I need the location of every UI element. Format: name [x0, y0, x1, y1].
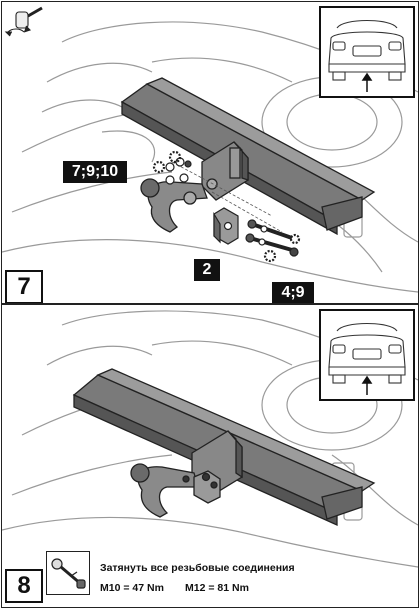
- car-rear-icon: [328, 323, 406, 395]
- torque-m12: M12 = 81 Nm: [185, 582, 249, 594]
- step-8-illustration: [2, 310, 418, 568]
- callout-bracket: 2: [194, 259, 220, 281]
- callout-bolts-right: 4;9: [272, 282, 314, 303]
- rear-view-inset: [319, 6, 415, 98]
- step-8-panel: 8 Затянуть все резьбовые соединения M10 …: [1, 304, 419, 608]
- tighten-instruction: Затянуть все резьбовые соединения: [100, 562, 295, 574]
- torque-wrench-icon: [46, 551, 90, 595]
- callout-bolts-left: 7;9;10: [63, 161, 127, 183]
- step-7-illustration: [2, 6, 418, 293]
- step-number-7: 7: [5, 270, 43, 303]
- step-7-panel: 7;9;10 2 4;9 7: [1, 1, 419, 304]
- rear-view-inset: [319, 309, 415, 401]
- torque-m10: M10 = 47 Nm: [100, 582, 164, 594]
- hand-tool-icon: [4, 6, 43, 37]
- step-number-8: 8: [5, 569, 43, 603]
- car-rear-icon: [328, 20, 406, 92]
